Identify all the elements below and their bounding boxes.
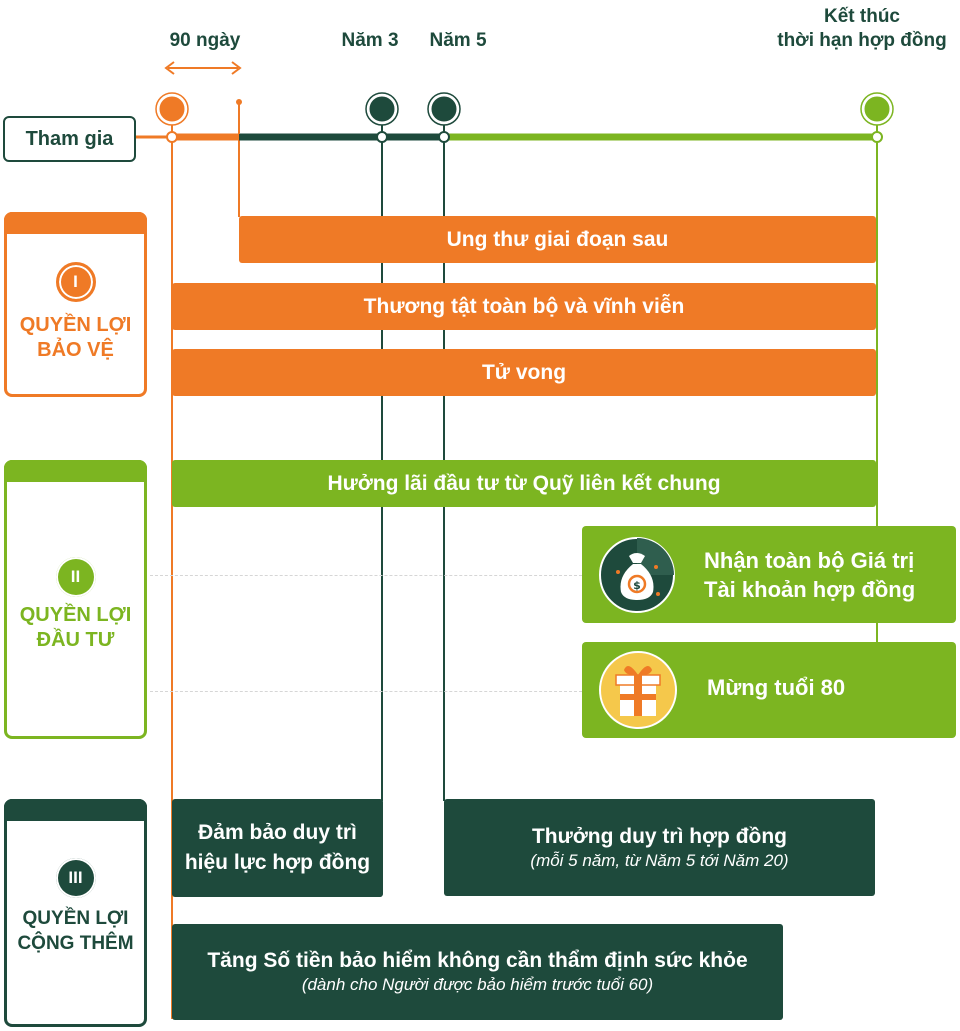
bar-death: Tử vong bbox=[172, 349, 876, 396]
increase-title: Tăng Số tiền bảo hiểm không cần thẩm địn… bbox=[207, 949, 748, 972]
vline-90 bbox=[238, 137, 240, 217]
timeline-track bbox=[136, 92, 894, 143]
label-end-line1: Kết thúc bbox=[824, 6, 900, 27]
bar-cancer: Ung thư giai đoạn sau bbox=[239, 216, 876, 263]
account-value-line2: Tài khoản hợp đồng bbox=[704, 577, 916, 602]
bar-disability: Thương tật toàn bộ và vĩnh viễn bbox=[172, 283, 876, 330]
increase-note: (dành cho Người được bảo hiểm trước tuổi… bbox=[301, 975, 654, 994]
maintain-line1: Đảm bảo duy trì bbox=[198, 821, 357, 844]
loyalty-box: Thưởng duy trì hợp đồng (mỗi 5 năm, từ N… bbox=[444, 799, 875, 896]
age80-box: Mừng tuổi 80 bbox=[582, 642, 956, 738]
section-protection-badge: I bbox=[55, 262, 96, 302]
account-value-box: $ Nhận toàn bộ Giá trị Tài khoản hợp đồn… bbox=[582, 526, 956, 623]
section-investment-panel: II QUYỀN LỢI ĐẦU TƯ bbox=[4, 460, 147, 739]
label-year-5: Năm 5 bbox=[429, 30, 487, 51]
money-bag-icon: $ bbox=[599, 537, 675, 613]
section-extra-title-2: CỘNG THÊM bbox=[17, 933, 134, 954]
loyalty-title: Thưởng duy trì hợp đồng bbox=[531, 824, 787, 848]
section-extra-panel: III QUYỀN LỢI CỘNG THÊM bbox=[4, 799, 147, 1027]
start-label-box: Tham gia bbox=[3, 116, 136, 162]
age80-label: Mừng tuổi 80 bbox=[707, 675, 846, 700]
svg-text:$: $ bbox=[633, 579, 641, 592]
gift-icon bbox=[599, 651, 677, 729]
double-arrow-icon bbox=[164, 61, 242, 75]
maintain-box: Đảm bảo duy trì hiệu lực hợp đồng bbox=[172, 799, 383, 897]
label-year-3: Năm 3 bbox=[341, 30, 399, 51]
increase-box: Tăng Số tiền bảo hiểm không cần thẩm địn… bbox=[172, 924, 783, 1020]
vline-end bbox=[876, 137, 878, 657]
section-extra-badge: III bbox=[55, 858, 96, 898]
dashed-guide-2 bbox=[150, 691, 582, 692]
section-investment-title-1: QUYỀN LỢI bbox=[19, 604, 132, 626]
section-protection-panel: I QUYỀN LỢI BẢO VỆ bbox=[4, 212, 147, 397]
dashed-guide-1 bbox=[150, 575, 582, 576]
bar-interest: Hưởng lãi đầu tư từ Quỹ liên kết chung bbox=[172, 460, 876, 507]
label-90-days: 90 ngày bbox=[169, 30, 241, 51]
account-value-line1: Nhận toàn bộ Giá trị bbox=[704, 548, 915, 573]
label-end-line2: thời hạn hợp đồng bbox=[777, 30, 947, 51]
section-extra-title-1: QUYỀN LỢI bbox=[22, 908, 129, 929]
section-investment-title-2: ĐẦU TƯ bbox=[36, 629, 115, 651]
section-protection-title-1: QUYỀN LỢI bbox=[19, 314, 132, 336]
section-protection-title-2: BẢO VỆ bbox=[37, 339, 114, 361]
loyalty-note: (mỗi 5 năm, từ Năm 5 tới Năm 20) bbox=[530, 850, 789, 870]
vline-start bbox=[171, 137, 173, 1019]
section-investment-badge: II bbox=[55, 557, 96, 597]
start-label: Tham gia bbox=[25, 127, 114, 150]
maintain-line2: hiệu lực hợp đồng bbox=[184, 851, 371, 874]
